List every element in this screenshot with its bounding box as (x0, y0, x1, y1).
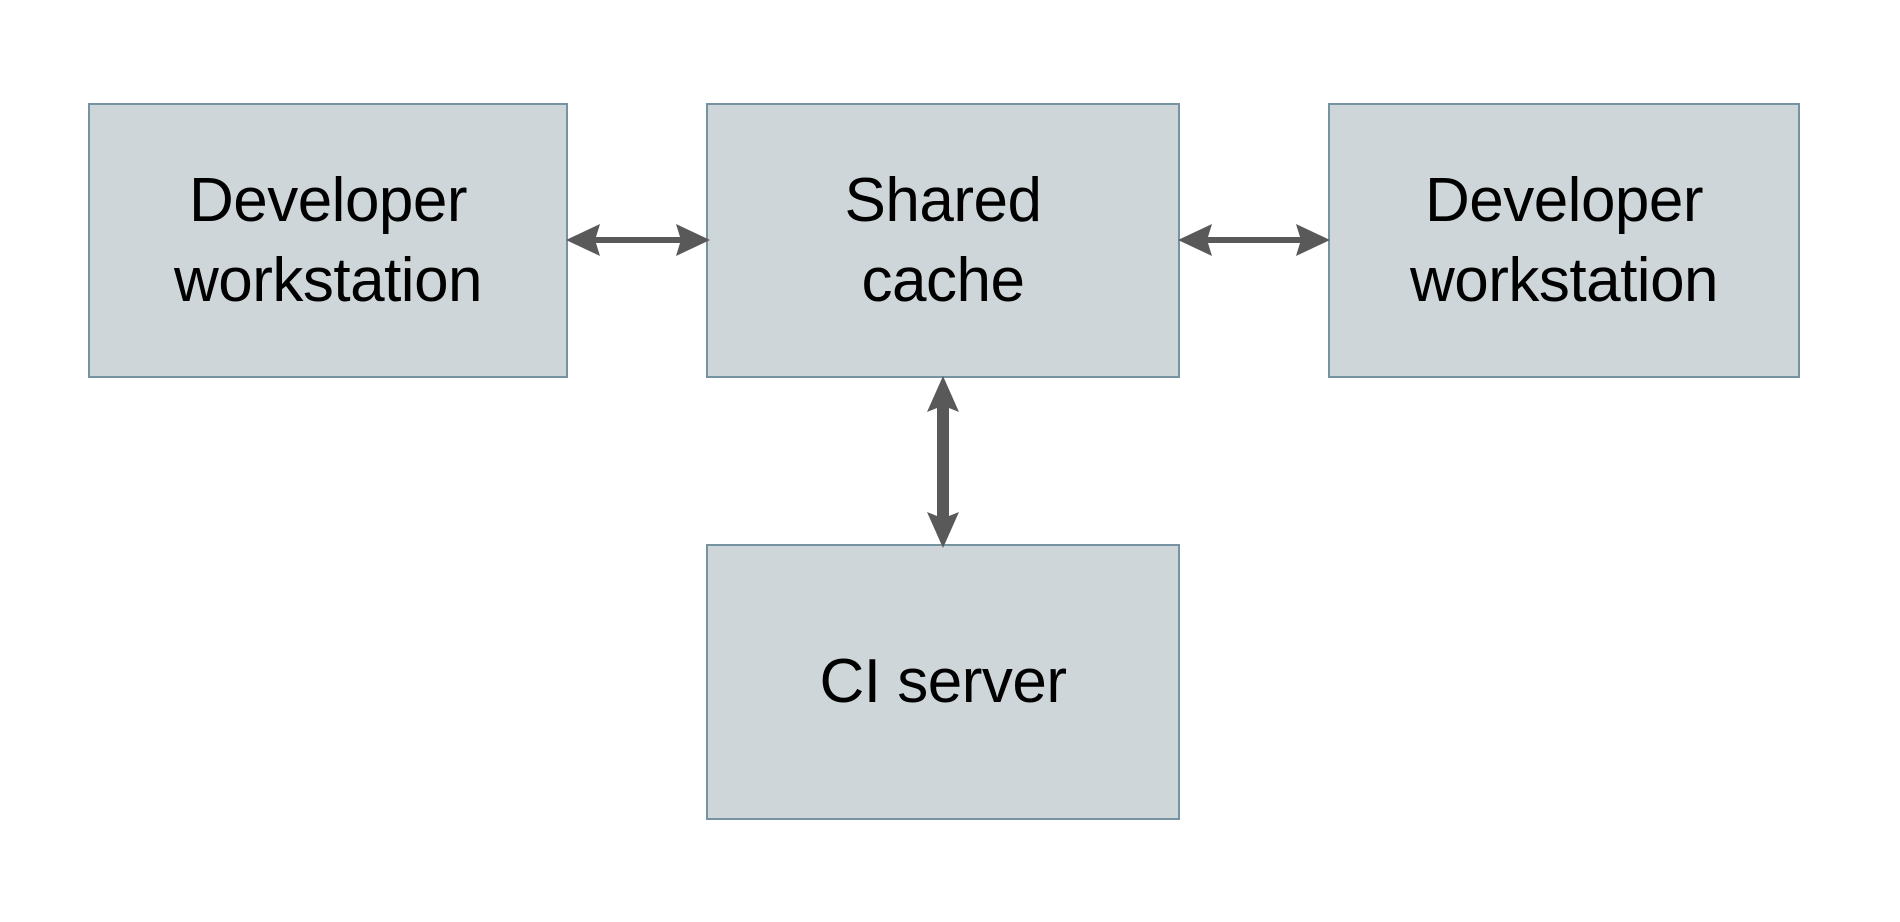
edge-shared-cache-to-ci-server[interactable] (915, 376, 971, 548)
node-developer-workstation-left[interactable]: Developer workstation (88, 103, 568, 378)
double-arrow-vertical-icon (927, 376, 959, 548)
double-arrow-horizontal-icon (566, 224, 710, 256)
edge-shared-cache-to-developer-workstation-right[interactable] (1178, 212, 1330, 268)
node-ci-server[interactable]: CI server (706, 544, 1180, 820)
node-developer-workstation-right[interactable]: Developer workstation (1328, 103, 1800, 378)
node-label: CI server (819, 647, 1067, 717)
node-shared-cache[interactable]: Shared cache (706, 103, 1180, 378)
double-arrow-horizontal-icon (1178, 224, 1330, 256)
node-label: Developer workstation (1409, 166, 1719, 315)
node-label: Shared cache (844, 166, 1042, 315)
node-label: Developer workstation (173, 166, 483, 315)
edge-developer-workstation-left-to-shared-cache[interactable] (566, 212, 710, 268)
